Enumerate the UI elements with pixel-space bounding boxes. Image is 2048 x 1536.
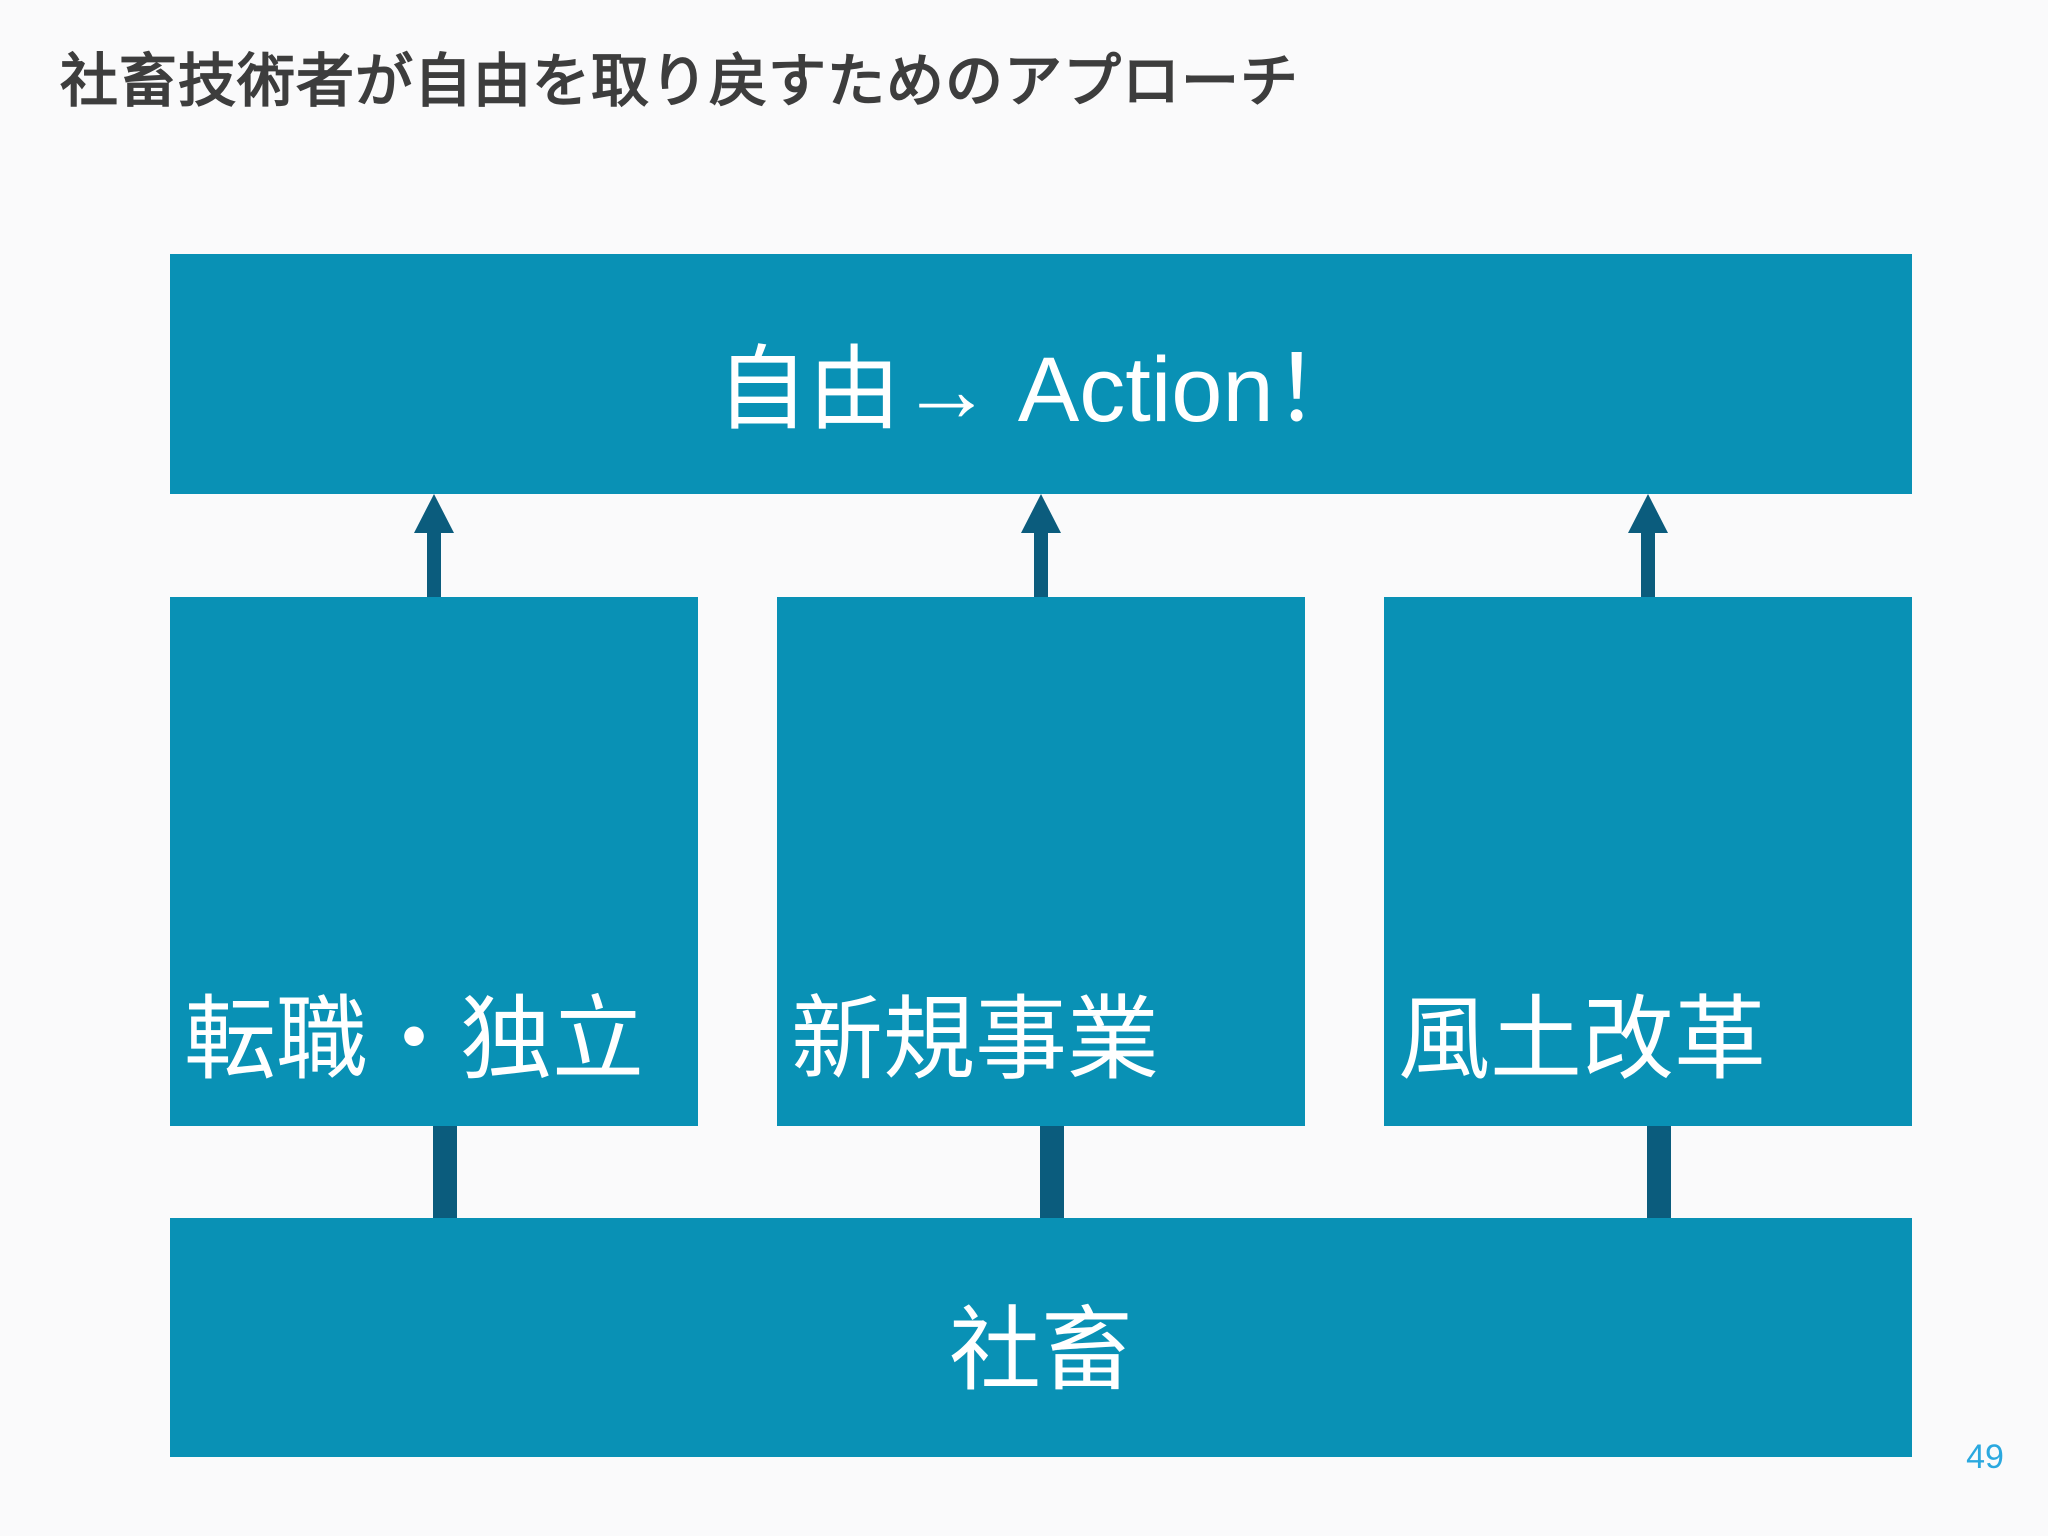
slide-title: 社畜技術者が自由を取り戻すためのアプローチ (60, 49, 1300, 114)
base-connector-2 (1040, 1126, 1064, 1218)
base-connector-1 (433, 1126, 457, 1218)
up-arrow-icon (1628, 494, 1668, 533)
up-arrow-shaft-1 (427, 524, 441, 598)
page-number: 49 (1966, 1438, 2004, 1476)
up-arrow-shaft-2 (1034, 524, 1048, 598)
goal-box-label: 自由→ Action！ (716, 338, 1366, 441)
approach-box-label: 転職・独立 (184, 989, 645, 1091)
approach-box-fuudo-kaikaku: 風土改革 (1384, 597, 1912, 1126)
base-connector-3 (1647, 1126, 1671, 1218)
base-box-shachiku: 社畜 (170, 1218, 1912, 1457)
approach-box-label: 風土改革 (1398, 989, 1767, 1091)
up-arrow-icon (1021, 494, 1061, 533)
goal-box: 自由→ Action！ (170, 254, 1912, 494)
up-arrow-icon (414, 494, 454, 533)
approach-box-label: 新規事業 (791, 989, 1160, 1091)
up-arrow-shaft-3 (1641, 524, 1655, 598)
base-box-label: 社畜 (948, 1300, 1133, 1402)
approach-box-tenshoku-dokuritsu: 転職・独立 (170, 597, 698, 1126)
approach-box-shinki-jigyou: 新規事業 (777, 597, 1305, 1126)
